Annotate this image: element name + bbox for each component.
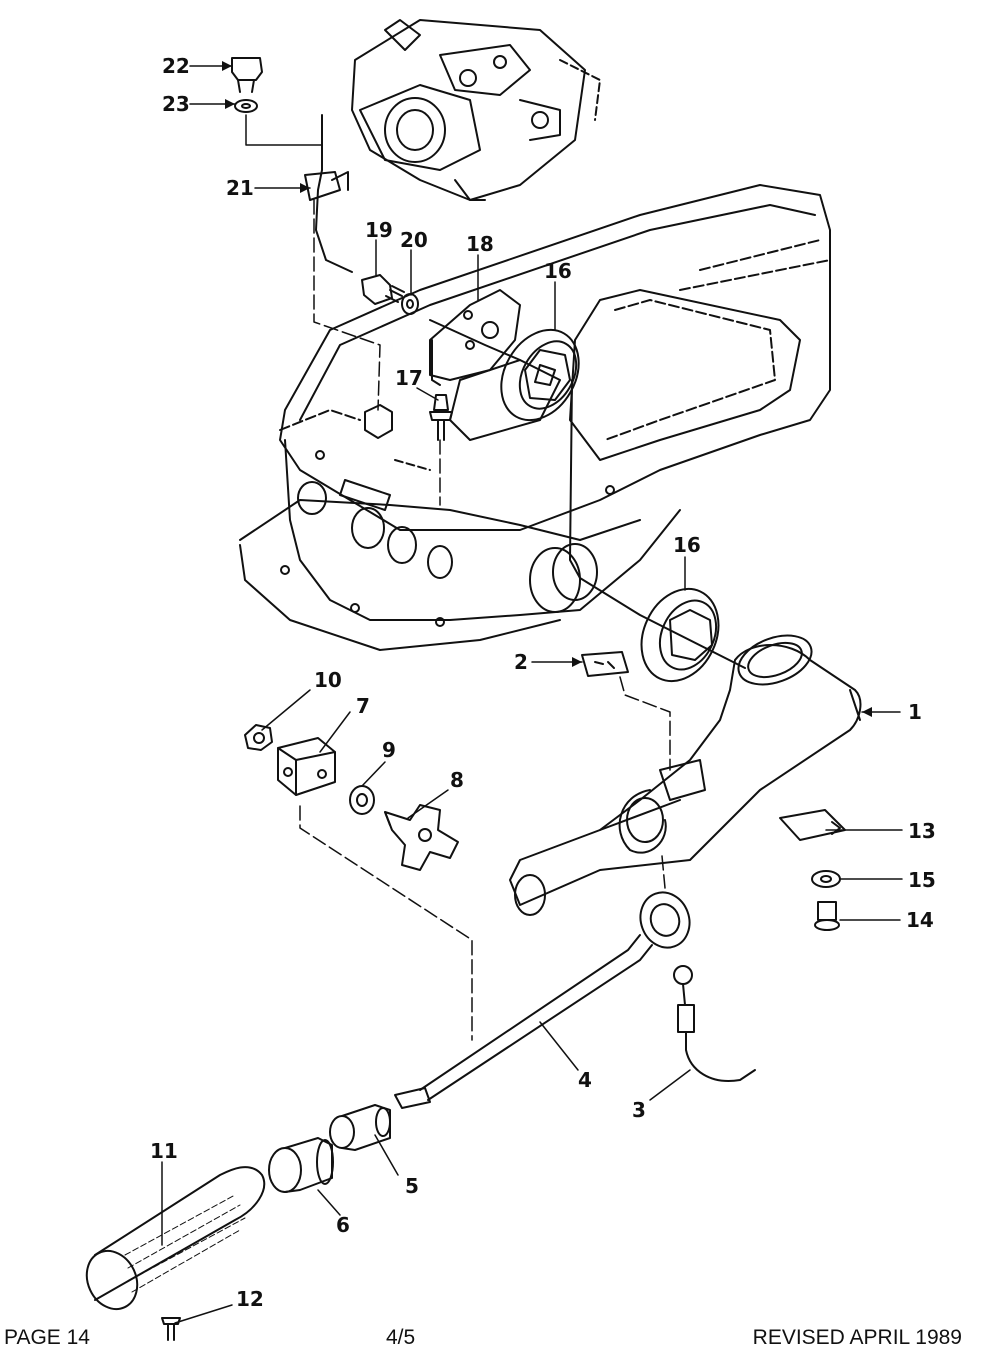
grip-11 <box>85 1166 266 1311</box>
callout-22: 22 <box>162 54 190 78</box>
stud-17 <box>429 394 453 441</box>
throttle-link-rod <box>429 319 746 669</box>
guide-lines <box>299 199 671 1041</box>
page-fraction-label: 4/5 <box>386 1326 416 1349</box>
lockwasher-23 <box>234 99 258 113</box>
block-7 <box>277 737 336 796</box>
throttle-cable-4 <box>394 891 691 1109</box>
callout-21: 21 <box>226 176 254 200</box>
callout-labels: 1 2 3 4 5 6 7 8 9 10 11 12 13 14 15 16 1… <box>150 54 936 1311</box>
callout-5: 5 <box>405 1174 419 1198</box>
screw-14 <box>814 901 840 931</box>
screw-12 <box>161 1317 181 1341</box>
nut-10 <box>244 724 273 751</box>
plate-13 <box>779 809 846 841</box>
bushing-6 <box>268 1137 334 1193</box>
tiller-handle-1 <box>509 634 862 916</box>
callout-20: 20 <box>400 228 428 252</box>
callout-6: 6 <box>336 1213 350 1237</box>
callout-15: 15 <box>908 868 936 892</box>
callout-18: 18 <box>466 232 494 256</box>
choke-wire <box>304 114 353 273</box>
callout-1: 1 <box>908 700 922 724</box>
callout-12: 12 <box>236 1287 264 1311</box>
bushing-5 <box>329 1104 391 1151</box>
screw-19 <box>361 274 405 305</box>
callout-3: 3 <box>632 1098 646 1122</box>
callout-11: 11 <box>150 1139 178 1163</box>
callout-8: 8 <box>450 768 464 792</box>
callout-19: 19 <box>365 218 393 242</box>
callout-23: 23 <box>162 92 190 116</box>
callout-9: 9 <box>382 738 396 762</box>
revision-date-label: REVISED APRIL 1989 <box>752 1326 962 1349</box>
carburetor <box>351 19 601 201</box>
callout-7: 7 <box>356 694 370 718</box>
washer-15 <box>811 870 841 888</box>
leader-arrowheads <box>222 61 872 717</box>
stop-switch-wire-3 <box>673 965 756 1082</box>
gear-16-upper <box>500 328 580 422</box>
callout-14: 14 <box>906 908 934 932</box>
page-number-label: PAGE 14 <box>4 1326 90 1349</box>
lower-cowl <box>239 184 831 651</box>
leader-lines <box>161 65 903 1324</box>
callout-17: 17 <box>395 366 423 390</box>
callout-10: 10 <box>314 668 342 692</box>
callout-16-upper: 16 <box>544 259 572 283</box>
washer-20 <box>401 293 419 315</box>
callout-2: 2 <box>514 650 528 674</box>
washer-9 <box>349 785 375 815</box>
gear-16-lower <box>640 587 720 683</box>
leader-22-23 <box>245 114 323 146</box>
callout-13: 13 <box>908 819 936 843</box>
throttle-cam-18 <box>429 289 521 386</box>
screw-22 <box>231 57 263 93</box>
decal-2 <box>581 651 629 677</box>
knob-8 <box>384 804 459 871</box>
callout-16-lower: 16 <box>673 533 701 557</box>
callout-4: 4 <box>578 1068 592 1092</box>
